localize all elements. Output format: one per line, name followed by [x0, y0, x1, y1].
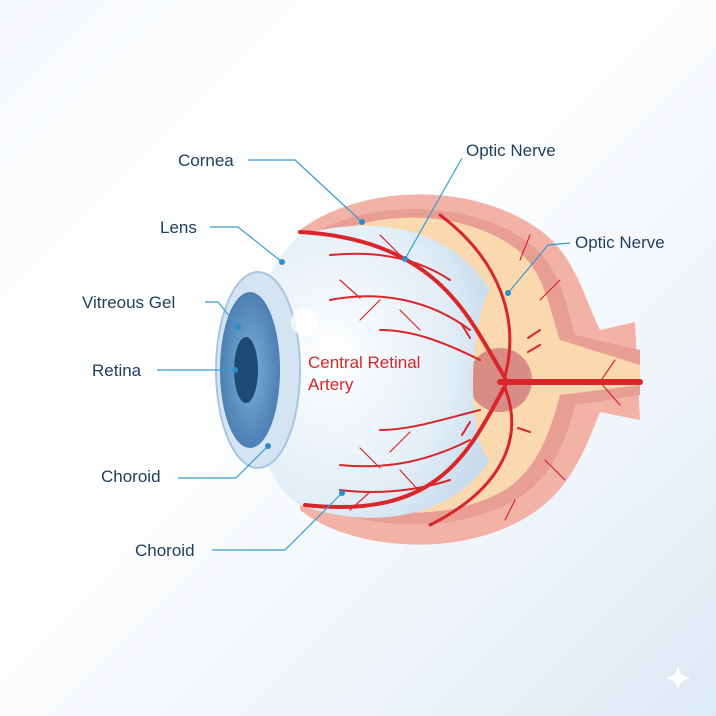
label-optic-nerve-right: Optic Nerve	[575, 233, 665, 252]
label-lens: Lens	[160, 218, 197, 237]
label-vitreous-gel: Vitreous Gel	[82, 293, 175, 312]
label-choroid-upper: Choroid	[101, 467, 161, 486]
vitreous-globe	[249, 225, 490, 518]
blood-vessels	[298, 213, 643, 527]
label-retina: Retina	[92, 361, 142, 380]
label-optic-nerve-top: Optic Nerve	[466, 141, 556, 160]
highlight	[291, 308, 319, 336]
label-central-retinal-artery-2: Artery	[308, 375, 354, 394]
label-choroid-lower: Choroid	[135, 541, 195, 560]
label-cornea: Cornea	[178, 151, 234, 170]
sparkle-icon	[661, 661, 695, 695]
leader-lines	[157, 157, 571, 551]
pupil	[234, 337, 258, 403]
label-central-retinal-artery-1: Central Retinal	[308, 353, 420, 372]
